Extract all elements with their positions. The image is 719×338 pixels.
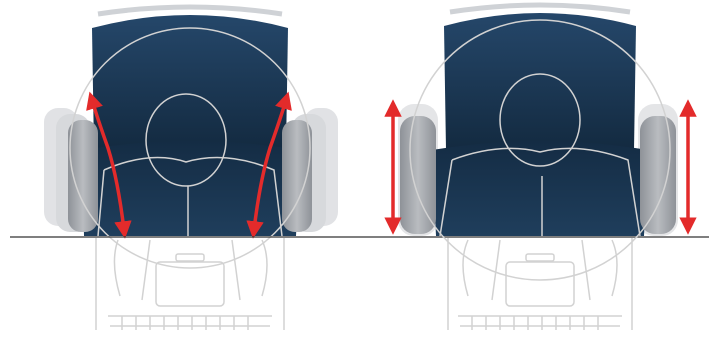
laptop-outline-left — [96, 238, 284, 330]
armrest-right-2 — [640, 116, 676, 234]
chair-back-right — [444, 5, 636, 150]
laptop-outline-right — [448, 238, 632, 330]
armrest-right — [282, 120, 312, 232]
panel-vertical — [393, 5, 688, 330]
armrest-left — [68, 120, 98, 232]
panel-rotate — [44, 7, 338, 330]
armrest-left-2 — [400, 116, 436, 234]
